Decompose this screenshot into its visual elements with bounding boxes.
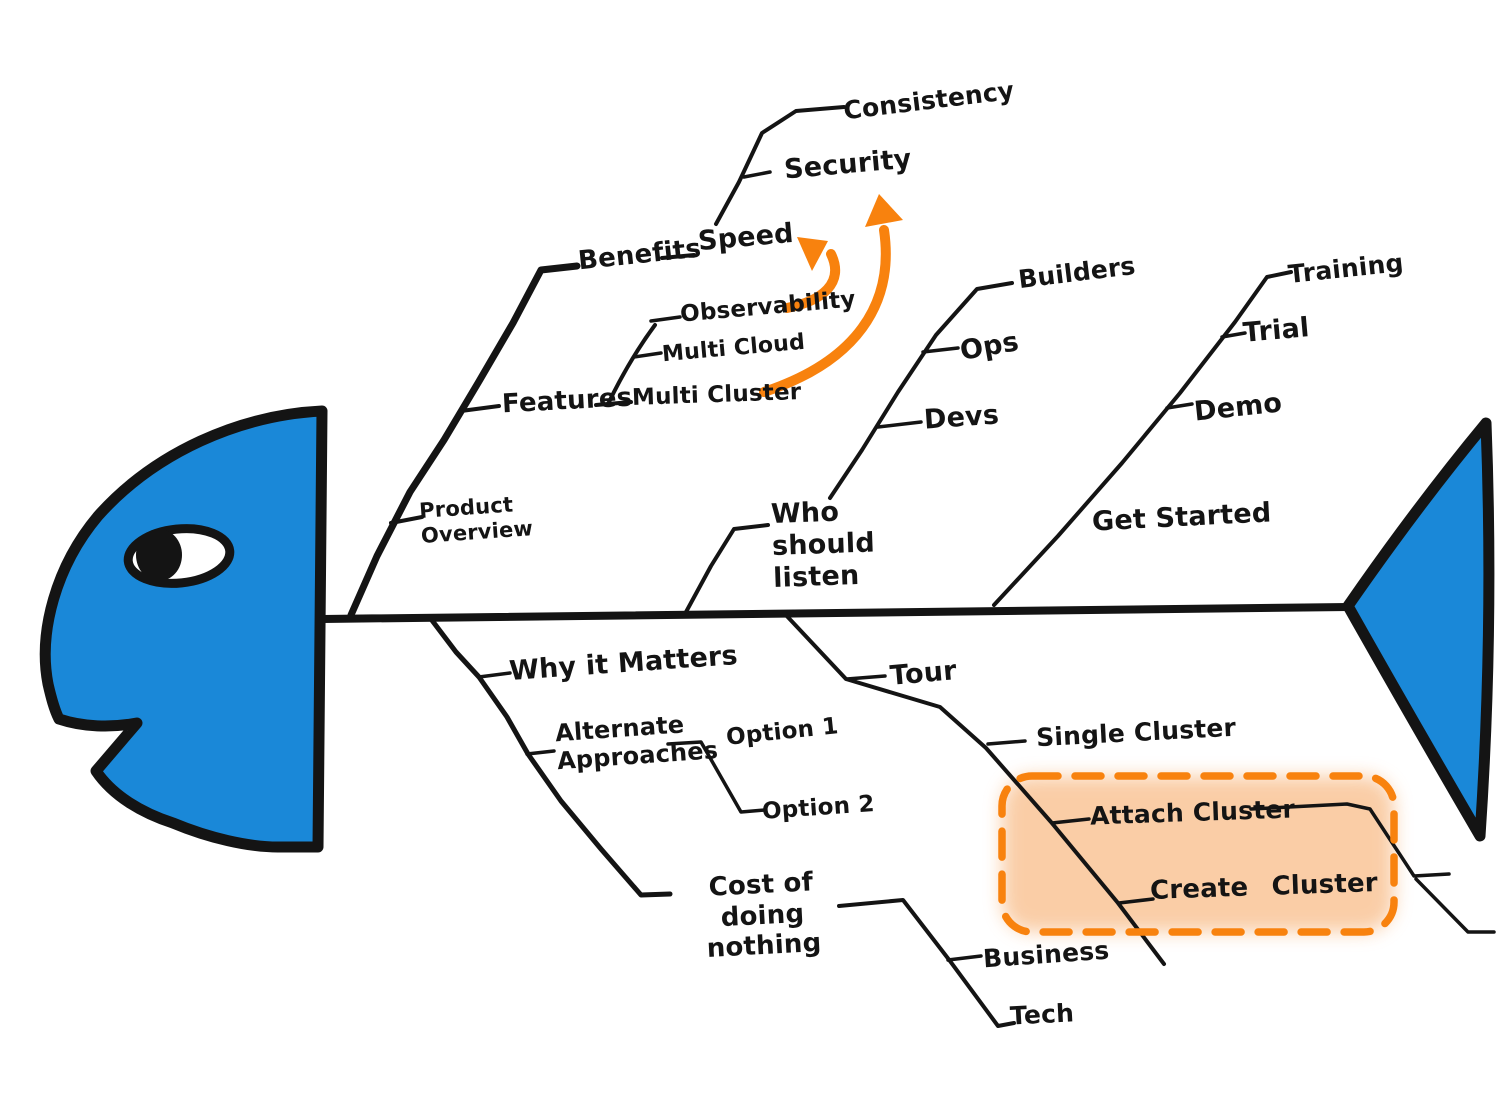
arrow-observability-to-speed-curve bbox=[782, 249, 841, 313]
label-cost-of-doing-nothing: Cost of doing nothing bbox=[706, 867, 823, 965]
highlight-glow bbox=[1002, 776, 1394, 932]
highlight-dashed-box bbox=[998, 772, 1398, 936]
label-product-overview: Product Overview bbox=[418, 492, 534, 548]
arrow-observability-to-speed-head bbox=[797, 237, 828, 271]
fish-tail bbox=[1342, 417, 1495, 842]
label-devs: Devs bbox=[922, 399, 1001, 436]
rib-product-overview bbox=[347, 105, 846, 619]
arrow-multicluster-to-security-curve bbox=[759, 225, 891, 397]
label-alternate-approaches: Alternate Approaches bbox=[554, 710, 720, 776]
fish-head bbox=[39, 405, 328, 853]
spine-line bbox=[319, 603, 1353, 623]
rib-who-should-listen bbox=[684, 281, 1014, 614]
label-tech: Tech bbox=[1009, 998, 1075, 1031]
fish-pupil bbox=[136, 529, 182, 581]
rib-tour bbox=[782, 611, 1496, 966]
label-who-should-listen: Who should listen bbox=[770, 496, 876, 594]
label-trial: Trial bbox=[1241, 312, 1311, 349]
label-tour: Tour bbox=[888, 655, 958, 692]
rib-get-started bbox=[992, 270, 1293, 607]
rib-why-it-matters bbox=[428, 616, 1016, 1028]
arrow-multicluster-to-security-head bbox=[865, 194, 903, 227]
annotation-arrows bbox=[759, 194, 903, 397]
